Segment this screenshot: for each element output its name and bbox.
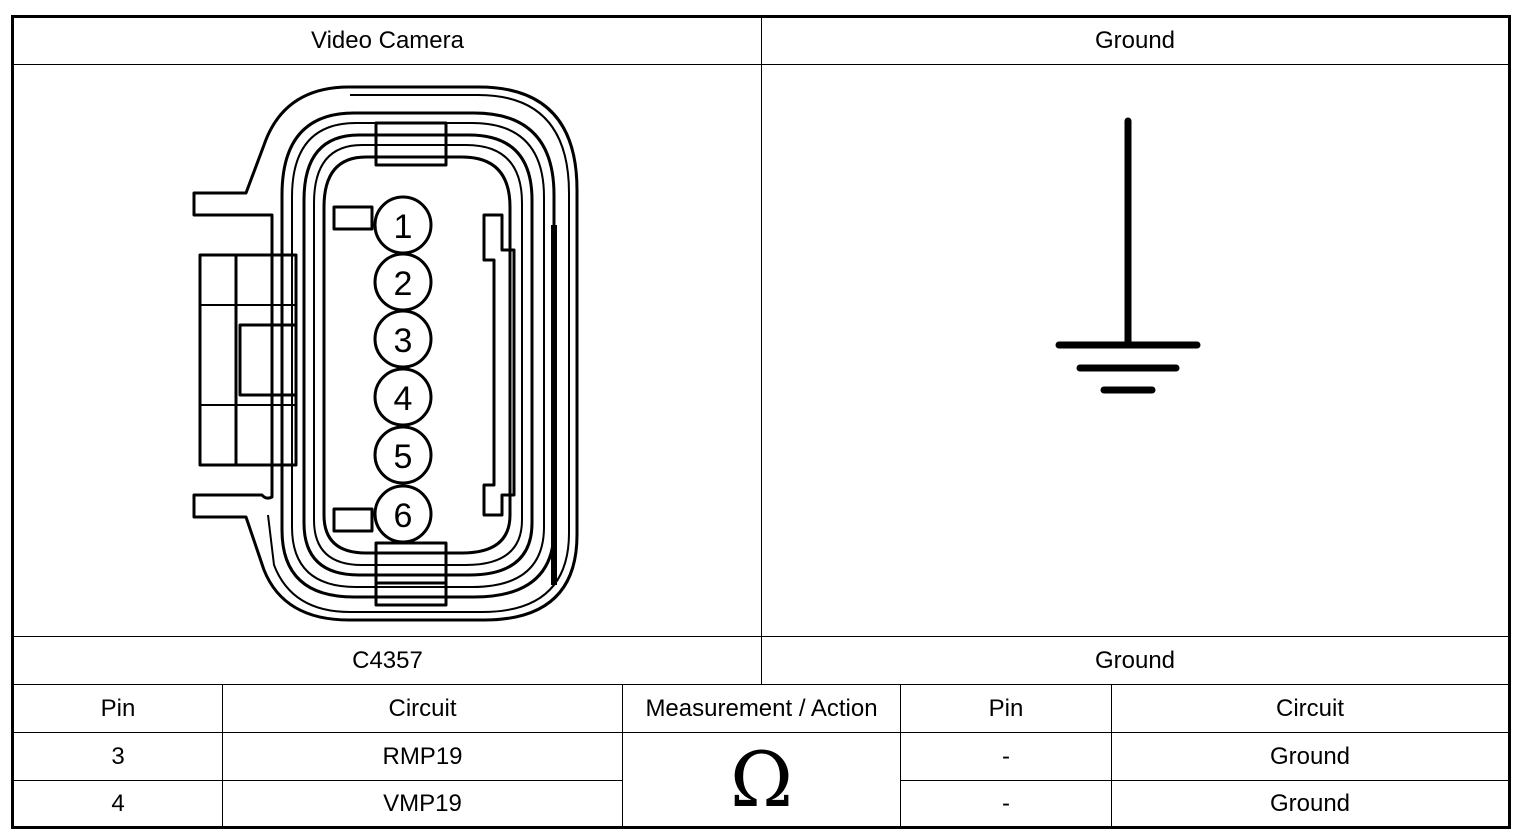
table-row-2-circuit: VMP19 [383,789,462,817]
divider-col-4 [1111,684,1112,826]
pin-6-label: 6 [394,497,413,535]
pin-4-circle [373,367,433,427]
pin-4-label: 4 [394,380,413,418]
ground-symbol-icon [1055,117,1201,394]
table-row-1-pin: 3 [111,742,125,770]
table-row-1-circuit: RMP19 [382,742,463,770]
table-header-circuit-2: Circuit [1275,694,1344,722]
table-row-2-pin: 4 [111,789,125,817]
table-row-2-pin-2: - [1002,789,1010,817]
measurement-ohm-cell: Ω [623,733,900,826]
connector-id-label: C4357 [352,646,423,674]
pin-3-label: 3 [394,322,413,360]
table-row-1-pin-2: - [1002,742,1010,770]
divider-col-3 [900,684,901,826]
divider-row-right [900,780,1508,781]
connector-face-drawing: 1 2 3 4 5 6 [192,85,579,622]
ground-title: Ground [1094,27,1176,54]
pin-2-label: 2 [394,265,413,303]
pin-5-label: 5 [394,438,413,476]
pin-5-circle [373,425,433,485]
table-header-circuit: Circuit [388,694,457,722]
table-row-2-circuit-2: Ground [1269,789,1351,817]
divider-image-bottom [14,636,1508,637]
divider-col-1 [222,684,223,826]
divider-row-left [14,780,622,781]
table-header-pin: Pin [100,694,136,722]
pin-1-label: 1 [394,208,413,246]
divider-col-2 [622,684,623,826]
diagram-frame: Video Camera Ground [11,15,1511,829]
divider-table-header [14,732,1508,733]
divider-vertical-main [761,18,762,684]
divider-header [14,64,1508,65]
table-row-1-circuit-2: Ground [1269,742,1351,770]
video-camera-title: Video Camera [311,27,464,54]
table-header-measurement: Measurement / Action [645,694,878,722]
table-header-pin-2: Pin [988,694,1024,722]
ground-label: Ground [1094,646,1176,674]
ohm-icon: Ω [729,734,793,824]
divider-label-bottom [14,684,1508,685]
pin-3-circle [373,309,433,369]
pin-6-circle [373,484,433,544]
